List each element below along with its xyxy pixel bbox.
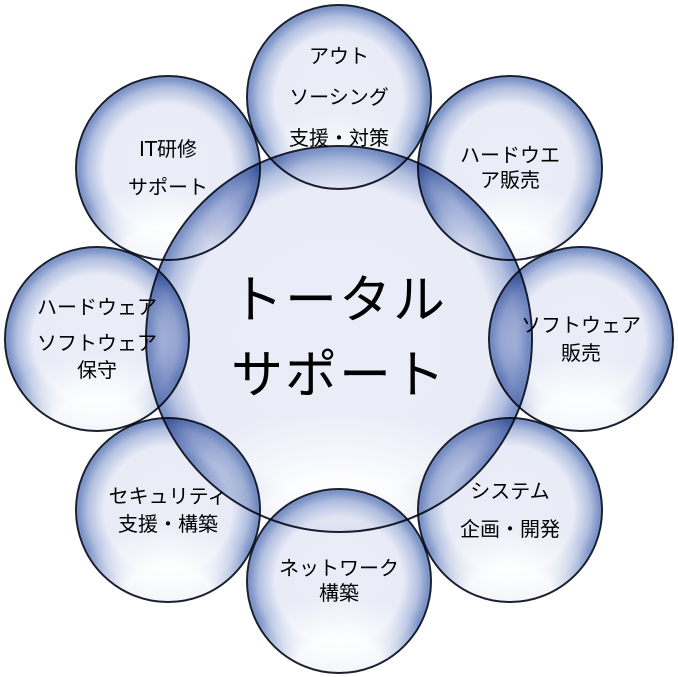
satellite-system-planning-development: システム企画・開発 [417,417,603,603]
label-line: 企画・開発 [460,517,560,541]
satellite-network-construction-label: ネットワーク構築 [279,556,399,606]
label-line: ソフトウェア [521,313,641,337]
satellite-hardware-software-maintenance-label: ハードウェアソフトウェア保守 [37,294,157,384]
satellite-network-construction: ネットワーク構築 [246,488,432,674]
label-line: 支援・構築 [118,512,218,536]
satellite-hardware-software-maintenance: ハードウェアソフトウェア保守 [4,246,190,432]
label-line: 保守 [77,358,117,382]
satellite-security-support-construction-label: セキュリティ支援・構築 [109,482,228,538]
satellite-outsourcing-support: アウトソーシング支援・対策 [246,4,432,190]
label-line: ソーシング [289,84,389,109]
label-line: ネットワーク [279,556,399,580]
label-line: トータル [230,271,447,331]
label-line: ハードウェア [37,295,157,319]
label-line: IT研修 [138,137,198,161]
label-line: ハードウエ [460,143,560,167]
label-line: 支援・対策 [289,125,389,150]
label-line: セキュリティ [108,484,228,508]
satellite-hardware-sales-label: ハードウエア販売 [460,143,560,193]
label-line: サポート [128,175,208,199]
satellite-hardware-sales: ハードウエア販売 [417,75,603,261]
satellite-security-support-construction: セキュリティ支援・構築 [75,417,261,603]
center-label: トータルサポート [231,264,447,414]
satellite-it-training-support-label: IT研修サポート [128,130,208,206]
label-line: アウト [309,43,369,68]
satellite-outsourcing-support-label: アウトソーシング支援・対策 [289,36,389,159]
satellite-it-training-support: IT研修サポート [75,75,261,261]
satellite-software-sales-label: ソフトウェア販売 [521,311,641,367]
label-line: 販売 [561,341,601,365]
satellite-system-planning-development-label: システム企画・開発 [460,472,560,548]
label-line: システム [470,479,550,503]
label-line: ソフトウェア [37,331,157,355]
satellite-software-sales: ソフトウェア販売 [488,246,674,432]
label-line: 構築 [319,581,359,605]
label-line: ア販売 [480,168,540,192]
label-line: サポート [230,346,447,406]
